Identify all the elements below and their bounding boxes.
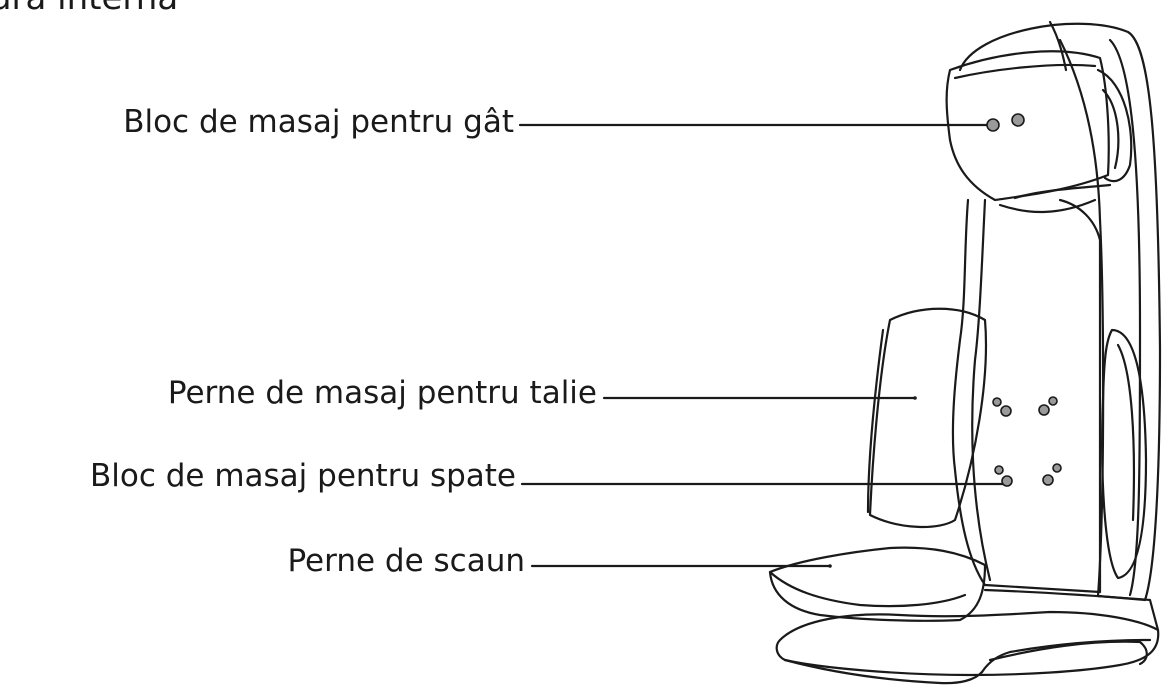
neck-massage-node — [1011, 113, 1025, 127]
label-neck-massage-block: Bloc de masaj pentru gât — [123, 104, 514, 140]
side-roll-right — [1101, 328, 1148, 580]
side-roll-right-inner — [1116, 343, 1136, 522]
back-massage-node — [1001, 475, 1013, 487]
back-massage-node — [994, 465, 1004, 475]
backrest-outer-shell — [958, 22, 1162, 602]
back-massage-node — [992, 397, 1002, 407]
headrest-side-roll-inner — [1101, 88, 1120, 170]
seat-base-rear — [983, 588, 1160, 632]
backrest-front-panel — [951, 198, 1102, 594]
leader-endpoint-seat — [828, 564, 832, 568]
label-waist-massage-pillows: Perne de masaj pentru talie — [167, 375, 597, 411]
back-massage-node — [1000, 405, 1012, 417]
back-massage-node — [1038, 404, 1050, 416]
neck-massage-node — [986, 118, 1000, 132]
backrest-upper-fold-2 — [1013, 183, 1112, 200]
waist-pillow — [868, 307, 988, 528]
label-back-massage-block: Bloc de masaj pentru spate — [89, 458, 516, 494]
backrest-rear-panel — [1108, 38, 1142, 597]
waist-pillow-edge — [866, 328, 885, 514]
leader-endpoint-waist — [913, 396, 917, 400]
diagram-title: ura internă — [0, 0, 178, 18]
seat-cushion-top — [768, 546, 987, 622]
headrest-pillow — [945, 50, 1110, 202]
backrest-rear-inner — [1048, 20, 1068, 72]
seat-base-divider — [980, 638, 1152, 674]
back-massage-node — [1042, 474, 1054, 486]
headrest-side-roll — [1096, 68, 1133, 183]
backrest-upper-fold — [998, 198, 1097, 213]
seat-base — [775, 610, 1160, 677]
headrest-top-seam — [953, 63, 1097, 80]
label-seat-cushion: Perne de scaun — [287, 543, 525, 579]
seat-cushion-top-front — [768, 570, 967, 608]
seat-base-front-left — [783, 658, 984, 685]
seat-base-front-right — [988, 640, 1148, 666]
back-massage-node — [1052, 463, 1062, 473]
back-massage-node — [1048, 396, 1058, 406]
backrest-front-inner — [971, 198, 992, 582]
